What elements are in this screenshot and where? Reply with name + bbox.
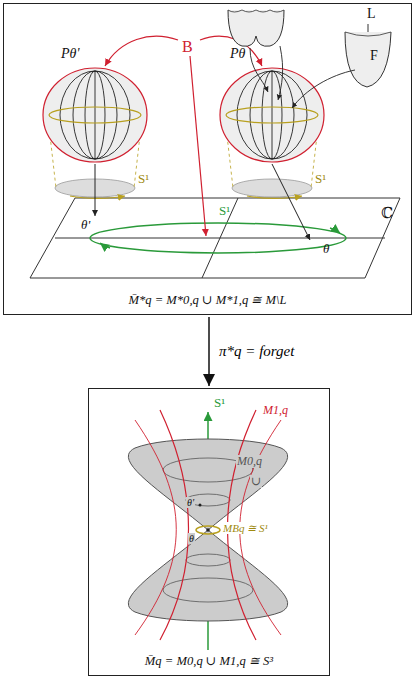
set-label: M1,q [262,404,289,417]
arrow-label: π*q = forget [217,343,296,360]
point-label: θ' [186,497,195,508]
point-label: θ [188,533,195,544]
fiber-label: Pθ' [60,46,80,61]
set-label: M0,q [236,455,263,468]
circle-label: S¹ [314,172,327,186]
circle-label: S¹ [137,172,150,186]
panel-box: M̄q = M0,q ∪ M1,q ≅ S³ [88,388,330,676]
fiber-label: Pθ [229,46,246,61]
plane-label: ℂ [380,205,394,222]
surface-label: L [366,6,377,21]
point-label: θ' [80,218,91,232]
point-label: θ [322,242,330,256]
set-label: MBq ≅ S¹ [222,522,269,534]
map-arrow [208,317,210,386]
surface-label: F [369,48,379,63]
circle-label: S¹ [218,204,231,218]
union-symbol: ∪ [250,475,262,488]
panel-caption: M̄*q = M*0,q ∪ M*1,q ≅ M\L [4,292,411,308]
map-label: B [181,38,194,56]
panel-caption: M̄q = M0,q ∪ M1,q ≅ S³ [89,653,329,669]
axis-label: S¹ [213,396,226,410]
